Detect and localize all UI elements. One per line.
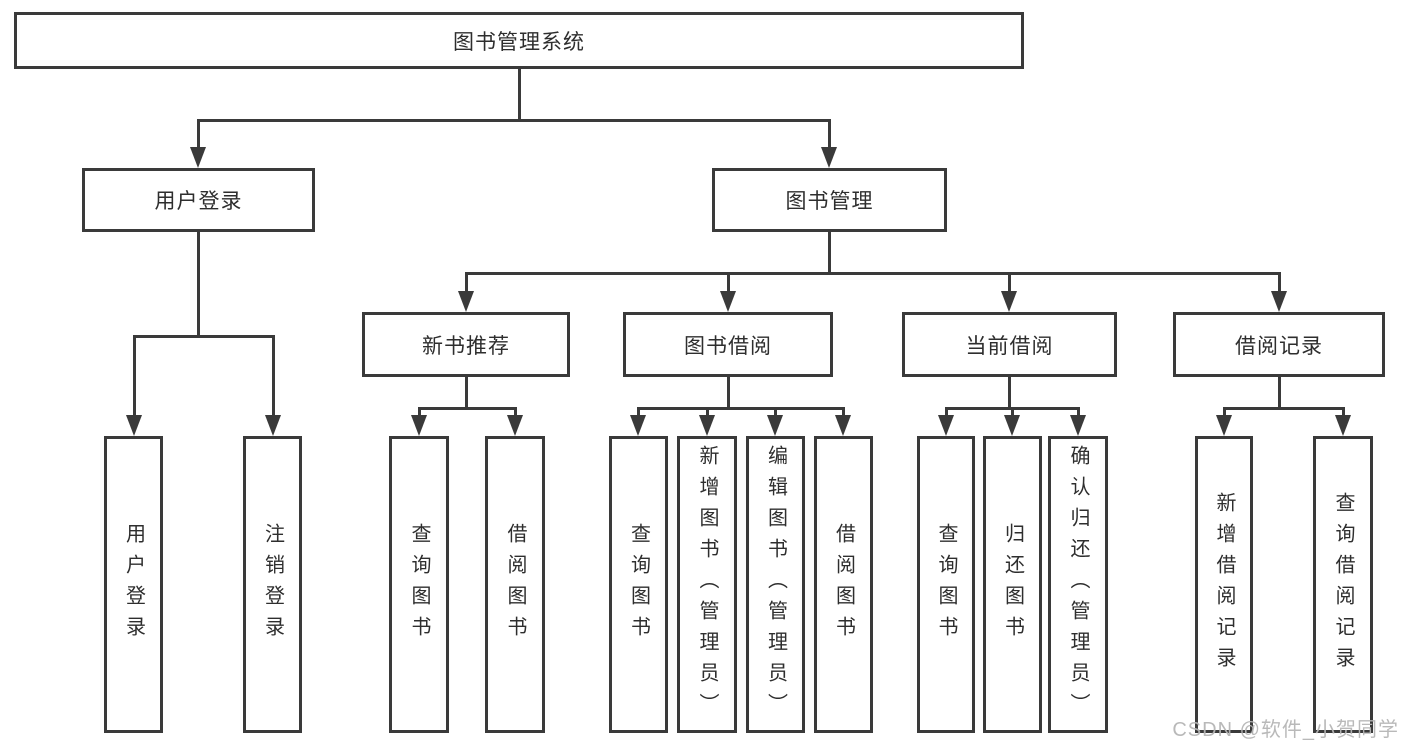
leaf-add-borrow-record: 新增借阅记录 [1195,436,1253,733]
leaf-query-books-borrowing: 查询图书 [609,436,668,733]
connector-line [133,335,275,338]
arrow-down [1001,291,1017,312]
connector-line [706,407,709,419]
leaf-label: 确认归还（管理员） [1067,445,1089,724]
connector-line [518,68,521,122]
connector-line [828,119,831,149]
connector-line [133,335,136,418]
leaf-label: 借阅图书 [504,522,526,647]
leaf-label: 新增借阅记录 [1213,491,1235,678]
arrow-down [1216,415,1232,436]
connector-line [774,407,777,419]
leaf-borrow-books-borrowing: 借阅图书 [814,436,873,733]
leaf-query-books-current: 查询图书 [917,436,975,733]
leaf-label: 编辑图书（管理员） [764,445,787,724]
connector-line [1278,272,1281,294]
node-label: 图书管理系统 [453,30,585,54]
leaf-borrow-books-recommend: 借阅图书 [485,436,545,733]
connector-line [945,407,948,419]
node-label: 图书借阅 [684,334,772,358]
connector-line [465,272,468,294]
leaf-logout: 注销登录 [243,436,302,733]
connector-line [272,335,275,418]
arrow-down [1271,291,1287,312]
connector-line [418,407,421,419]
connector-line [465,377,468,410]
node-user-login: 用户登录 [82,168,315,232]
node-book-management: 图书管理 [712,168,947,232]
leaf-edit-book-admin: 编辑图书（管理员） [746,436,805,733]
node-root-library-system: 图书管理系统 [14,12,1024,69]
connector-line [197,232,200,338]
leaf-user-login: 用户登录 [104,436,163,733]
connector-line [637,407,844,410]
connector-line [197,119,200,149]
node-label: 借阅记录 [1235,334,1323,358]
arrow-down [630,415,646,436]
arrow-down [458,291,474,312]
leaf-label: 查询图书 [408,522,430,647]
arrow-down [411,415,427,436]
arrow-down [1004,415,1020,436]
connector-line [1223,407,1226,419]
leaf-label: 用户登录 [122,522,145,647]
leaf-query-books-recommend: 查询图书 [389,436,449,733]
connector-line [1008,272,1011,294]
node-label: 新书推荐 [422,334,510,358]
connector-line [465,272,1281,275]
node-book-borrowing: 图书借阅 [623,312,833,377]
csdn-watermark: CSDN @软件_小贺同学 [1172,719,1399,741]
connector-line [1223,407,1344,410]
arrow-down [190,147,206,168]
connector-line [727,377,730,410]
connector-line [1011,407,1014,419]
arrow-down [821,147,837,168]
node-current-borrowing: 当前借阅 [902,312,1117,377]
connector-line [828,232,831,275]
connector-line [727,272,730,294]
connector-line [1278,377,1281,410]
arrow-down [720,291,736,312]
connector-line [1077,407,1080,419]
leaf-label: 新增图书（管理员） [696,445,718,724]
node-borrowing-records: 借阅记录 [1173,312,1385,377]
leaf-query-borrow-record: 查询借阅记录 [1313,436,1373,733]
leaf-label: 归还图书 [1001,522,1024,647]
arrow-down [126,415,142,436]
leaf-add-book-admin: 新增图书（管理员） [677,436,737,733]
leaf-label: 注销登录 [261,522,284,647]
leaf-return-book: 归还图书 [983,436,1042,733]
node-new-book-recommend: 新书推荐 [362,312,570,377]
node-label: 用户登录 [154,190,243,213]
connector-line [842,407,845,419]
leaf-label: 查询图书 [627,522,650,647]
leaf-confirm-return-admin: 确认归还（管理员） [1048,436,1108,733]
connector-line [514,407,517,419]
connector-line [637,407,640,419]
connector-line [1342,407,1345,419]
arrow-down [1070,415,1086,436]
arrow-down [1335,415,1351,436]
arrow-down [767,415,783,436]
connector-line [418,407,516,410]
node-label: 图书管理 [785,190,874,213]
arrow-down [835,415,851,436]
node-label: 当前借阅 [965,334,1054,358]
connector-line [197,119,830,122]
arrow-down [699,415,715,436]
arrow-down [265,415,281,436]
arrow-down [507,415,523,436]
arrow-down [938,415,954,436]
leaf-label: 查询图书 [935,522,957,647]
leaf-label: 查询借阅记录 [1332,491,1354,678]
leaf-label: 借阅图书 [832,522,855,647]
connector-line [1008,377,1011,410]
